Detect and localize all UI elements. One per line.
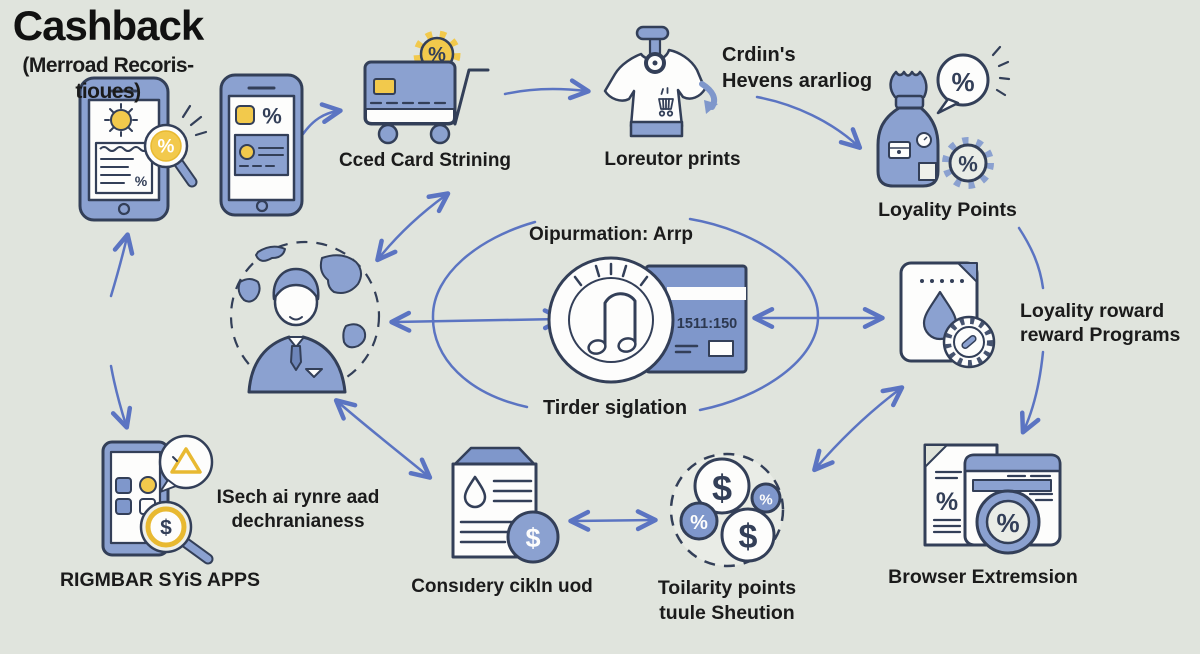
percent-glyph: %: [996, 508, 1019, 538]
arrow-globe-tablet-diagonal: [333, 398, 433, 480]
connector-arrows: [109, 78, 1045, 532]
apps-note: ISech ai rynre aad dechranianess: [212, 486, 384, 534]
label-loyalty-points: Loyality Points: [878, 199, 1017, 221]
apps-note-line2: dechranianess: [231, 511, 365, 532]
dollar-glyph: $: [160, 517, 172, 540]
arc-center-right: [688, 217, 820, 412]
sparkle-lines: [181, 104, 208, 137]
label-points-line2: tuule Sheution: [659, 602, 795, 624]
arrow-cart-to-tshirt: [503, 78, 591, 101]
percent-glyph: %: [958, 152, 978, 177]
label-apps: RIGMBAR SYiS APPS: [59, 569, 261, 591]
tshirt-note-line2: Hevens ararliog: [722, 70, 873, 92]
arrow-cashback-to-phone1: [109, 232, 135, 298]
payment-card-dial-icon: 1511:150: [547, 256, 748, 384]
label-doc: Consıdery cikln uod: [411, 576, 593, 597]
phone-offer-icon: %: [219, 73, 304, 217]
percent-glyph: %: [951, 67, 974, 97]
label-tshirt: Loreutor prints: [604, 149, 741, 170]
reward-programs-note: Loyality roward reward Programs: [1020, 299, 1180, 347]
shopping-cart-card-icon: %: [363, 30, 490, 145]
points-cluster-icon: $ % $ %: [669, 452, 785, 568]
arrow-tshirt-to-loyalty: [755, 95, 863, 150]
label-center-bottom: Tirder siglation: [542, 397, 688, 419]
arc-loyalty-down-upper: [1017, 226, 1045, 290]
globe-person-icon: [229, 240, 381, 394]
phone-cashback-app-icon: % %: [78, 76, 208, 222]
percent-glyph: %: [936, 488, 958, 516]
scribble-marks: [991, 45, 1011, 97]
reward-note-line1: Loyality roward: [1020, 300, 1165, 322]
arrow-loyalty-to-browser: [1019, 350, 1045, 435]
reward-app-coin-icon: [899, 261, 996, 369]
tablet-apps-icon: $: [101, 434, 214, 565]
arrow-cashback-to-tablet: [109, 364, 133, 430]
arrow-globe-cart-diagonal: [375, 191, 451, 263]
title-block: Cashback (Merroad Recoris-tioues): [0, 0, 216, 104]
arrow-points-rightphone: [812, 385, 905, 473]
main-title: Cashback: [12, 2, 204, 49]
label-center-top: Oipurmation: Arrp: [529, 224, 693, 245]
arrow-globe-center: [389, 308, 565, 333]
percent-glyph: %: [135, 173, 148, 189]
label-points: Toilarity points tuule Sheution: [627, 576, 827, 626]
mini-cart-print: [658, 87, 674, 117]
arrow-doc-points: [568, 509, 658, 532]
label-browser: Browser Extremsion: [888, 566, 1078, 588]
percent-glyph: %: [158, 137, 175, 158]
tshirt-hanger-icon: [603, 25, 718, 138]
card-number: 1511:150: [677, 316, 737, 332]
dial-ticks: [573, 262, 649, 287]
dollar-glyph: $: [712, 468, 732, 509]
percent-glyph: %: [759, 492, 772, 509]
apps-note-line1: ISech ai rynre aad: [216, 487, 380, 508]
tshirt-note-line1: Crdiın's: [722, 44, 796, 66]
dollar-glyph: $: [739, 518, 758, 556]
loyalty-points-icon: % %: [876, 45, 1011, 189]
dollar-glyph: $: [525, 523, 540, 553]
percent-glyph: %: [262, 104, 282, 129]
browser-extension-icon: % %: [923, 443, 1062, 555]
arc-center-left: [431, 220, 537, 409]
arrow-phone2-to-cart: [301, 102, 343, 136]
label-points-line1: Toilarity points: [657, 577, 797, 599]
percent-glyph: %: [690, 512, 708, 534]
statement-doc-icon: $: [451, 446, 560, 564]
tshirt-note: Crdiın's Hevens ararliog: [722, 42, 872, 94]
main-subtitle: (Merroad Recoris-tioues): [22, 54, 194, 103]
music-note: [587, 292, 637, 355]
label-card-string: Cced Card Strining: [338, 150, 512, 171]
reward-note-line2: reward Programs: [1020, 324, 1181, 346]
dots-row: [920, 279, 964, 283]
